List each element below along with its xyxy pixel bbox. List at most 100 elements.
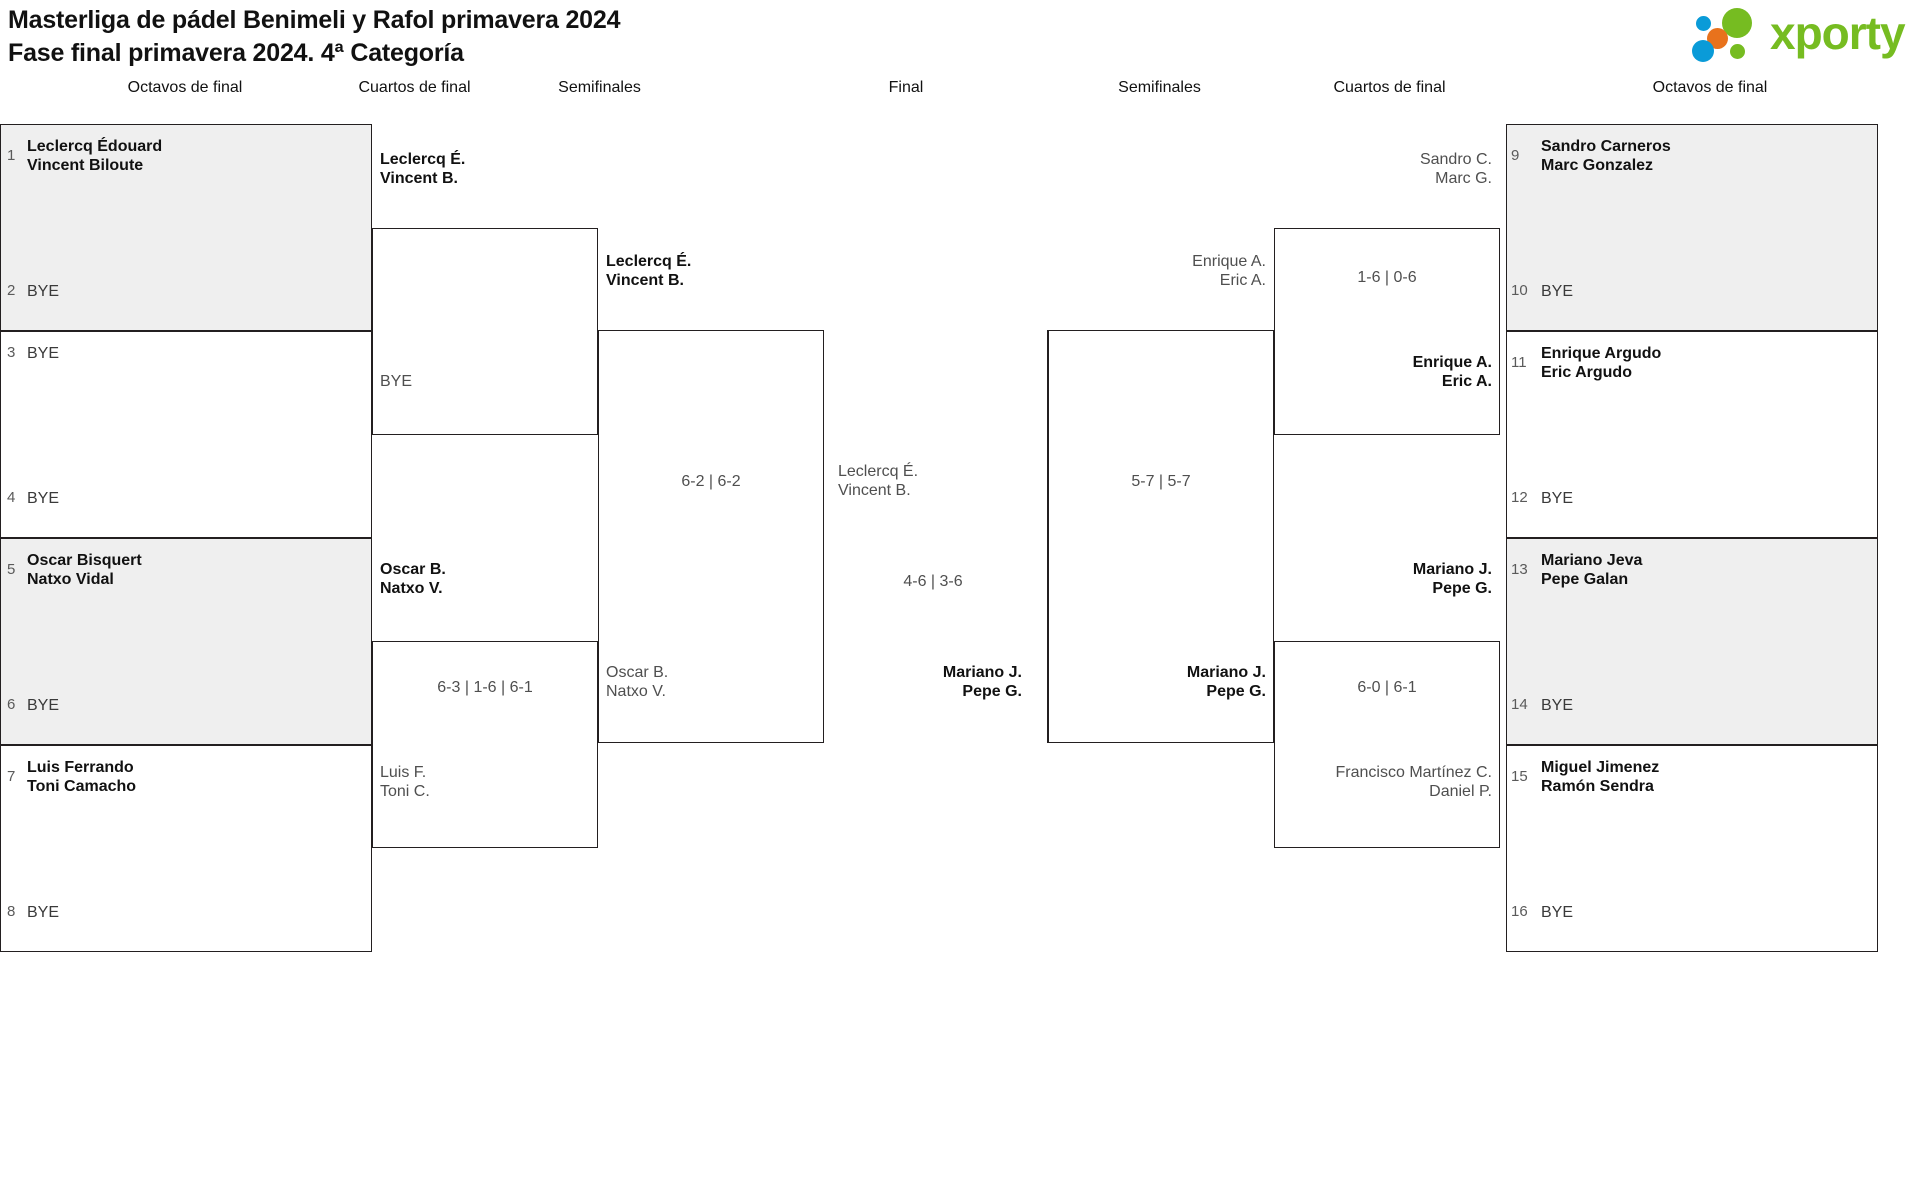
seed-number: 9 (1511, 147, 1520, 164)
player-line-2: Pepe Galan (1541, 571, 1629, 588)
seed-entry-14[interactable]: 14 BYE (1505, 694, 1877, 736)
seed-number: 1 (7, 147, 16, 164)
seed-entry-11[interactable]: 11 Enrique Argudo Eric Argudo (1505, 342, 1877, 384)
seed-number: 2 (7, 282, 16, 299)
seed-entry-9[interactable]: 9 Sandro Carneros Marc Gonzalez (1505, 135, 1877, 177)
match-final-bottom: Mariano J. Pepe G. (840, 663, 1022, 701)
team-line-2: Toni C. (380, 783, 430, 800)
seed-entry-13[interactable]: 13 Mariano Jeva Pepe Galan (1505, 549, 1877, 591)
seed-block-3-4[interactable]: 3 BYE 4 BYE (0, 331, 372, 538)
team-line-1: Enrique A. (1412, 354, 1492, 371)
seed-player-names: Sandro Carneros Marc Gonzalez (1541, 137, 1671, 175)
team-line-1: Leclercq É. (838, 463, 919, 480)
seed-block-15-16[interactable]: 15 Miguel Jimenez Ramón Sendra 16 BYE (1506, 745, 1878, 952)
team-line-1: BYE (380, 373, 413, 390)
seed-player-names: BYE (1541, 697, 1574, 714)
seed-number: 11 (1511, 354, 1527, 371)
team-line-2: Pepe G. (1206, 683, 1266, 700)
seed-player-names: BYE (27, 345, 60, 362)
match-right-sf-top: Enrique A. Eric A. (1048, 252, 1266, 290)
seed-entry-3[interactable]: 3 BYE (1, 342, 373, 384)
team-line-1: Mariano J. (942, 664, 1022, 681)
score-left-qf-2: 6-3 | 1-6 | 6-1 (437, 679, 533, 696)
match-left-qf-2-winner: Oscar B. Natxo V. (380, 560, 446, 598)
match-left-qf-1-winner: Leclercq É. Vincent B. (380, 150, 465, 188)
seed-entry-8[interactable]: 8 BYE (1, 901, 373, 943)
connector-right-qf-2 (1274, 641, 1500, 848)
seed-player-names: BYE (1541, 490, 1574, 507)
seed-player-names: BYE (1541, 283, 1574, 300)
seed-number: 3 (7, 344, 16, 361)
seed-player-names: BYE (27, 904, 60, 921)
seed-entry-12[interactable]: 12 BYE (1505, 487, 1877, 529)
seed-player-names: BYE (27, 490, 60, 507)
match-left-sf-loser: Oscar B. Natxo V. (606, 663, 668, 701)
match-left-qf-1-loser: BYE (380, 372, 412, 391)
team-line-1: Luis F. (380, 764, 427, 781)
seed-player-names: BYE (1541, 904, 1574, 921)
team-line-2: Vincent B. (606, 272, 684, 289)
team-line-2: Daniel P. (1429, 783, 1492, 800)
score-left-sf: 6-2 | 6-2 (681, 473, 741, 490)
seed-player-names: Mariano Jeva Pepe Galan (1541, 551, 1642, 589)
seed-entry-4[interactable]: 4 BYE (1, 487, 373, 529)
player-line-2: Ramón Sendra (1541, 778, 1654, 795)
seed-number: 13 (1511, 561, 1528, 578)
seed-entry-16[interactable]: 16 BYE (1505, 901, 1877, 943)
match-right-qf-1-bottom: Enrique A. Eric A. (1274, 353, 1492, 391)
seed-block-9-10[interactable]: 9 Sandro Carneros Marc Gonzalez 10 BYE (1506, 124, 1878, 331)
xporty-logo[interactable]: xporty (1692, 6, 1912, 64)
seed-number: 12 (1511, 489, 1528, 506)
match-final-top: Leclercq É. Vincent B. (838, 462, 918, 500)
score-right-qf-2: 6-0 | 6-1 (1357, 679, 1417, 696)
player-line-2: Natxo Vidal (27, 571, 114, 588)
seed-number: 4 (7, 489, 16, 506)
player-line-1: Mariano Jeva (1541, 552, 1643, 569)
player-line-1: Enrique Argudo (1541, 345, 1662, 362)
player-line-1: Miguel Jimenez (1541, 759, 1660, 776)
seed-entry-1[interactable]: 1 Leclercq Édouard Vincent Biloute (1, 135, 373, 177)
team-line-2: Vincent B. (380, 170, 458, 187)
seed-block-11-12[interactable]: 11 Enrique Argudo Eric Argudo 12 BYE (1506, 331, 1878, 538)
seed-entry-10[interactable]: 10 BYE (1505, 280, 1877, 322)
seed-block-5-6[interactable]: 5 Oscar Bisquert Natxo Vidal 6 BYE (0, 538, 372, 745)
connector-final (1047, 330, 1048, 743)
team-line-1: Leclercq É. (380, 151, 466, 168)
seed-player-names: Enrique Argudo Eric Argudo (1541, 344, 1661, 382)
seed-block-1-2[interactable]: 1 Leclercq Édouard Vincent Biloute 2 BYE (0, 124, 372, 331)
seed-number: 7 (7, 768, 16, 785)
player-line-2: Marc Gonzalez (1541, 157, 1654, 174)
match-right-sf-bottom: Mariano J. Pepe G. (1048, 663, 1266, 701)
player-line-2: Eric Argudo (1541, 364, 1632, 381)
connector-left-qf-2 (372, 641, 598, 848)
seed-entry-2[interactable]: 2 BYE (1, 280, 373, 322)
seed-entry-15[interactable]: 15 Miguel Jimenez Ramón Sendra (1505, 756, 1877, 798)
seed-number: 6 (7, 696, 16, 713)
logo-dot-green-large (1722, 8, 1752, 38)
score-right-qf-1: 1-6 | 0-6 (1357, 269, 1417, 286)
team-line-2: Eric A. (1441, 373, 1492, 390)
match-right-qf-2-top: Mariano J. Pepe G. (1274, 560, 1492, 598)
team-line-1: Mariano J. (1186, 664, 1266, 681)
team-line-1: Leclercq É. (606, 253, 692, 270)
round-header-left-qf: Cuartos de final (358, 79, 471, 96)
player-line-2: Vincent Biloute (27, 157, 144, 174)
seed-entry-5[interactable]: 5 Oscar Bisquert Natxo Vidal (1, 549, 373, 591)
team-line-1: Mariano J. (1412, 561, 1492, 578)
seed-block-13-14[interactable]: 13 Mariano Jeva Pepe Galan 14 BYE (1506, 538, 1878, 745)
round-header-right-r16: Octavos de final (1652, 79, 1768, 96)
logo-dot-blue-small (1696, 16, 1711, 31)
seed-player-names: Oscar Bisquert Natxo Vidal (27, 551, 142, 589)
round-header-left-r16: Octavos de final (127, 79, 243, 96)
seed-entry-6[interactable]: 6 BYE (1, 694, 373, 736)
team-line-1: Sandro C. (1419, 151, 1492, 168)
round-header-right-sf: Semifinales (1118, 79, 1201, 96)
connector-left-qf-1 (372, 228, 598, 435)
seed-number: 15 (1511, 768, 1528, 785)
team-line-2: Pepe G. (1432, 580, 1492, 597)
player-line-1: Luis Ferrando (27, 759, 134, 776)
seed-player-names: Miguel Jimenez Ramón Sendra (1541, 758, 1659, 796)
tournament-phase: Fase final primavera 2024. 4ª Categoría (8, 39, 464, 67)
seed-block-7-8[interactable]: 7 Luis Ferrando Toni Camacho 8 BYE (0, 745, 372, 952)
seed-entry-7[interactable]: 7 Luis Ferrando Toni Camacho (1, 756, 373, 798)
